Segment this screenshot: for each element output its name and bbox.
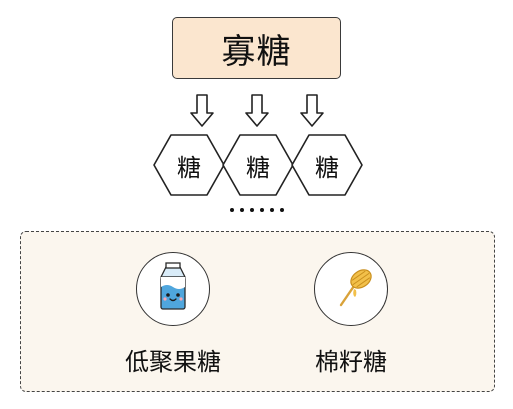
sugar-unit-hexagon: 糖 xyxy=(152,133,226,197)
product-label: 棉籽糖 xyxy=(315,348,387,376)
product-item-fructooligosaccharide: 低聚果糖 xyxy=(108,252,238,377)
down-arrow-icon xyxy=(190,94,214,128)
sugar-unit-label: 糖 xyxy=(177,153,201,182)
sugar-unit-hexagon: 糖 xyxy=(290,133,364,197)
product-label: 低聚果糖 xyxy=(125,348,221,376)
down-arrow-icon xyxy=(300,94,324,128)
down-arrow-icon xyxy=(245,94,269,128)
product-examples-panel: 低聚果糖 棉籽糖 xyxy=(20,231,495,392)
oligosaccharide-title-box: 寡糖 xyxy=(172,17,341,79)
title-text: 寡糖 xyxy=(221,31,292,72)
product-item-raffinose: 棉籽糖 xyxy=(286,252,416,377)
ellipsis-dots xyxy=(226,198,290,218)
sugar-unit-hexagon: 糖 xyxy=(221,133,295,197)
milk-carton-icon xyxy=(136,252,210,326)
sugar-unit-label: 糖 xyxy=(246,153,270,182)
sugar-unit-label: 糖 xyxy=(315,153,339,182)
honey-lollipop-icon xyxy=(314,252,388,326)
